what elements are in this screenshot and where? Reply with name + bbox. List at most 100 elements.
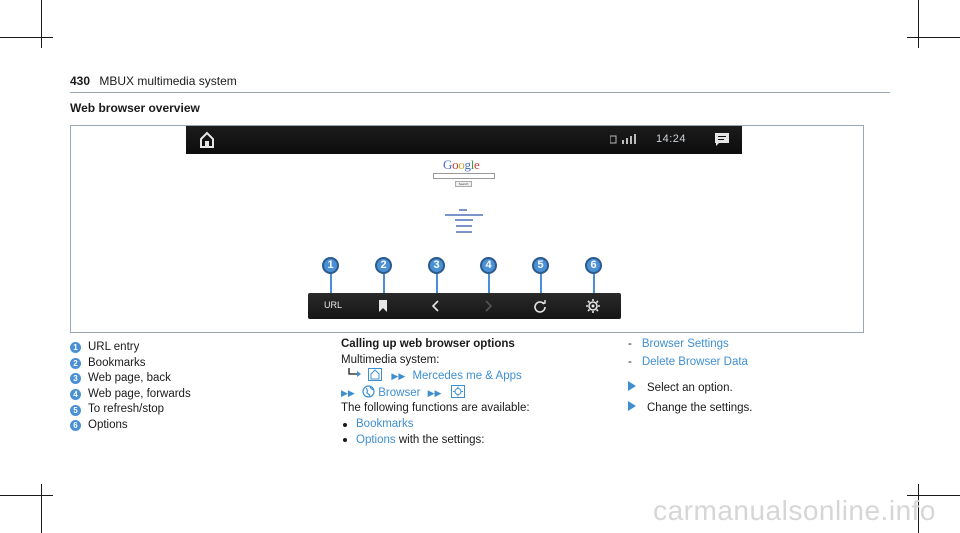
step-arrow-icon — [628, 381, 636, 392]
bookmarks-link[interactable]: Bookmarks — [356, 417, 414, 430]
google-logo-letter: o — [452, 157, 459, 172]
callout-leader — [330, 274, 332, 296]
google-link[interactable] — [456, 231, 472, 233]
legend-item: 3 Web page, back — [70, 371, 191, 387]
legend-text: Web page, forwards — [88, 387, 191, 400]
google-search-input[interactable] — [433, 173, 495, 179]
legend-number: 4 — [70, 389, 81, 401]
menu-path-1: ▶▶ Mercedes me & Apps — [341, 368, 601, 385]
step-text: Select an option. — [647, 382, 733, 395]
home-icon — [368, 368, 383, 382]
callout-leader — [540, 274, 542, 300]
google-logo-letter: l — [470, 157, 475, 172]
callout-2: 2 — [375, 257, 392, 274]
google-logo: Google — [443, 157, 480, 173]
crop-mark — [0, 37, 53, 38]
bullet-text: with the settings: — [395, 433, 485, 446]
double-arrow-icon: ▶▶ — [391, 371, 406, 382]
legend-text: URL entry — [88, 341, 140, 353]
google-link[interactable] — [456, 225, 472, 227]
callout-6: 6 — [585, 257, 602, 274]
forward-icon[interactable] — [481, 299, 495, 313]
double-arrow-icon: ▶▶ — [341, 387, 355, 398]
callout-leader — [383, 274, 385, 300]
google-logo-letter: e — [474, 157, 480, 172]
google-link[interactable] — [455, 219, 473, 221]
path-link-mercedes-me-apps[interactable]: Mercedes me & Apps — [412, 370, 522, 383]
legend-number: 2 — [70, 357, 81, 369]
legend-item: 6 Options — [70, 418, 191, 434]
legend-number: 1 — [70, 342, 81, 354]
settings-item: -Browser Settings — [628, 337, 753, 353]
google-search-button[interactable]: Search — [455, 181, 472, 187]
path-link-browser[interactable]: Browser — [378, 386, 421, 399]
bullet-dot — [343, 422, 347, 427]
callout-4: 4 — [480, 257, 497, 274]
crop-mark — [0, 495, 53, 496]
procedure-system: Multimedia system: — [341, 353, 440, 366]
home-icon[interactable] — [200, 131, 214, 149]
dash-marker: - — [628, 355, 632, 368]
browser-settings-link[interactable]: Browser Settings — [641, 338, 729, 350]
legend-text: Options — [88, 418, 128, 431]
step-item: Select an option. — [628, 381, 753, 397]
menu-path-2: ▶▶ Browser ▶▶ — [341, 384, 601, 402]
callout-3: 3 — [428, 257, 445, 274]
google-logo-letter: o — [458, 157, 465, 172]
section-title: Web browser overview — [70, 101, 200, 115]
procedure-section: Calling up web browser options Multimedi… — [341, 337, 601, 448]
options-link[interactable]: Options — [356, 433, 396, 446]
dash-marker: - — [628, 338, 632, 350]
browser-screenshot-figure: 14:24 Google Search 1 2 3 4 5 6 URL — [70, 125, 864, 333]
google-link[interactable] — [445, 214, 483, 216]
step-item: Change the settings. — [628, 400, 753, 417]
legend-text: Bookmarks — [88, 356, 146, 369]
crop-mark — [41, 484, 42, 533]
legend-text: Web page, back — [88, 372, 171, 385]
legend-number: 5 — [70, 404, 81, 416]
legend-item: 1 URL entry — [70, 340, 191, 356]
globe-icon — [362, 385, 375, 398]
page-header: 430 MBUX multimedia system — [70, 74, 237, 88]
legend-item: 2 Bookmarks — [70, 356, 191, 372]
callout-leader — [593, 274, 595, 300]
crop-mark — [907, 495, 960, 496]
double-arrow-icon: ▶▶ — [427, 387, 442, 398]
path-start-arrow-icon — [348, 368, 361, 378]
legend-text: To refresh/stop — [88, 403, 165, 416]
bullet-item: Bookmarks — [341, 417, 601, 433]
message-icon[interactable] — [714, 132, 730, 147]
back-icon[interactable] — [429, 299, 443, 313]
callout-leader — [488, 274, 490, 300]
crop-mark — [41, 0, 42, 48]
delete-browser-data-link[interactable]: Delete Browser Data — [641, 355, 748, 368]
google-link[interactable] — [459, 209, 467, 211]
callout-leader — [436, 274, 438, 300]
settings-section: -Browser Settings -Delete Browser Data S… — [628, 337, 753, 416]
crop-mark — [918, 0, 919, 48]
bookmark-icon[interactable] — [376, 299, 390, 313]
legend-number: 3 — [70, 373, 81, 385]
refresh-icon[interactable] — [533, 299, 547, 313]
step-text: Change the settings. — [647, 401, 753, 414]
legend-number: 6 — [70, 420, 81, 432]
url-entry-button[interactable]: URL — [324, 300, 343, 310]
functions-intro: The following functions are available: — [341, 402, 530, 415]
google-logo-letter: g — [464, 157, 472, 172]
page-number: 430 — [70, 74, 91, 88]
settings-item: -Delete Browser Data — [628, 355, 753, 371]
callout-5: 5 — [532, 257, 549, 274]
header-divider — [70, 92, 890, 93]
browser-bottom-bar: URL — [308, 293, 621, 319]
clock: 14:24 — [655, 133, 686, 145]
header-title: MBUX multimedia system — [99, 74, 237, 88]
google-logo-letter: G — [443, 157, 453, 172]
gear-icon[interactable] — [586, 299, 600, 313]
gear-icon — [450, 384, 465, 398]
callout-1: 1 — [322, 257, 339, 274]
legend-item: 4 Web page, forwards — [70, 387, 191, 403]
legend-item: 5 To refresh/stop — [70, 402, 191, 418]
crop-mark — [907, 37, 960, 38]
step-arrow-icon — [628, 400, 636, 411]
